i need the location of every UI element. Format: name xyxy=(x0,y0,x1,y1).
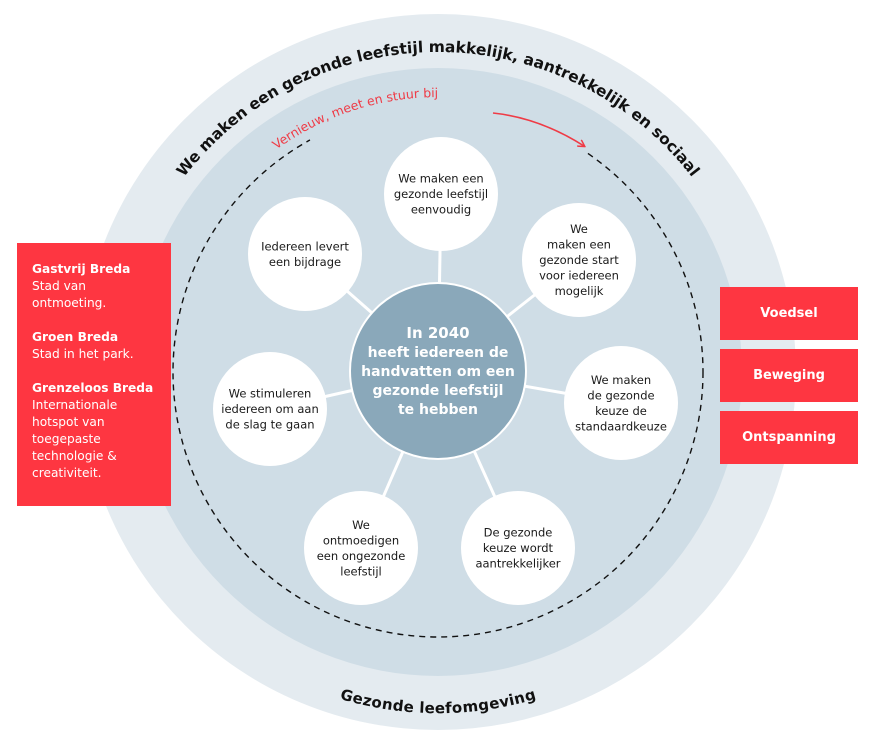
goal-node-text: aantrekkelijker xyxy=(475,557,560,571)
profile-line: Stad van xyxy=(32,279,86,293)
goal-node-text: We maken een xyxy=(398,172,483,186)
goal-node-circle xyxy=(384,137,498,251)
center-statement-line: heeft iedereen de xyxy=(368,345,509,361)
profile-line: toegepaste xyxy=(32,432,101,446)
goal-node-circle xyxy=(304,491,418,605)
goal-node-text: keuze de xyxy=(595,404,647,418)
goal-node-text: de slag te gaan xyxy=(225,418,314,432)
goal-node-text: gezonde leefstijl xyxy=(394,187,488,201)
cycle-label-gap xyxy=(308,103,590,156)
goal-node-bijdrage: Iedereen levert een bijdrage xyxy=(248,197,362,311)
goal-node-text: We stimuleren xyxy=(229,387,312,401)
profile-title: Grenzeloos Breda xyxy=(32,381,154,395)
profile-title: Gastvrij Breda xyxy=(32,262,131,276)
center-statement-line: handvatten om een xyxy=(361,364,515,380)
profile-line: hotspot van xyxy=(32,415,105,429)
goal-node-text: de gezonde xyxy=(587,388,654,402)
goal-node-text: keuze wordt xyxy=(483,541,554,555)
center-statement-line: In 2040 xyxy=(406,324,469,342)
profile-grenzeloos: Grenzeloos Breda Internationale hotspot … xyxy=(32,380,157,482)
goal-node-text: standaardkeuze xyxy=(575,419,667,433)
profile-gastvrij: Gastvrij Breda Stad van ontmoeting. xyxy=(32,261,157,312)
goal-node-circle xyxy=(564,346,678,460)
profile-title: Groen Breda xyxy=(32,330,119,344)
pillar-ontspanning: Ontspanning xyxy=(720,411,858,464)
cycle-arrow xyxy=(492,112,584,146)
center-statement-line: gezonde leefstijl xyxy=(373,383,504,399)
profile-line: ontmoeting. xyxy=(32,296,107,310)
goal-node-text: een ongezonde xyxy=(317,549,406,563)
profile-line: technologie & xyxy=(32,449,117,463)
profile-line: Internationale xyxy=(32,398,118,412)
pillar-beweging: Beweging xyxy=(720,349,858,402)
goal-node-text: We maken xyxy=(591,373,651,387)
profile-line: Stad in het park. xyxy=(32,347,134,361)
goal-node-circle xyxy=(461,491,575,605)
pillar-voedsel: Voedsel xyxy=(720,287,858,340)
city-profiles-panel: Gastvrij Breda Stad van ontmoeting. Groe… xyxy=(17,243,171,506)
goal-node-text: maken een xyxy=(547,238,611,252)
goal-node-text: voor iedereen xyxy=(539,269,619,283)
goal-node-text: Iedereen levert xyxy=(261,239,349,253)
goal-node-circle xyxy=(213,352,327,466)
goal-node-circle xyxy=(522,203,636,317)
goal-node-text: eenvoudig xyxy=(411,203,471,217)
goal-node-text: De gezonde xyxy=(484,526,553,540)
goal-node-text: mogelijk xyxy=(555,284,604,298)
center-disc xyxy=(349,282,527,460)
goal-node-text: ontmoedigen xyxy=(323,533,399,547)
goal-node-text: een bijdrage xyxy=(269,255,341,269)
center-statement: In 2040 heeft iedereen de handvatten om ee… xyxy=(361,324,515,418)
profile-line: creativiteit. xyxy=(32,466,102,480)
profile-groen: Groen Breda Stad in het park. xyxy=(32,329,157,363)
goal-node-text: We xyxy=(570,222,588,236)
goal-node-text: leefstijl xyxy=(340,564,381,578)
goal-node-text: gezonde start xyxy=(539,253,619,267)
goal-node-text: We xyxy=(352,518,370,532)
goal-node-circle xyxy=(248,197,362,311)
center-statement-line: te hebben xyxy=(398,402,478,418)
goal-node-text: iedereen om aan xyxy=(221,402,319,416)
